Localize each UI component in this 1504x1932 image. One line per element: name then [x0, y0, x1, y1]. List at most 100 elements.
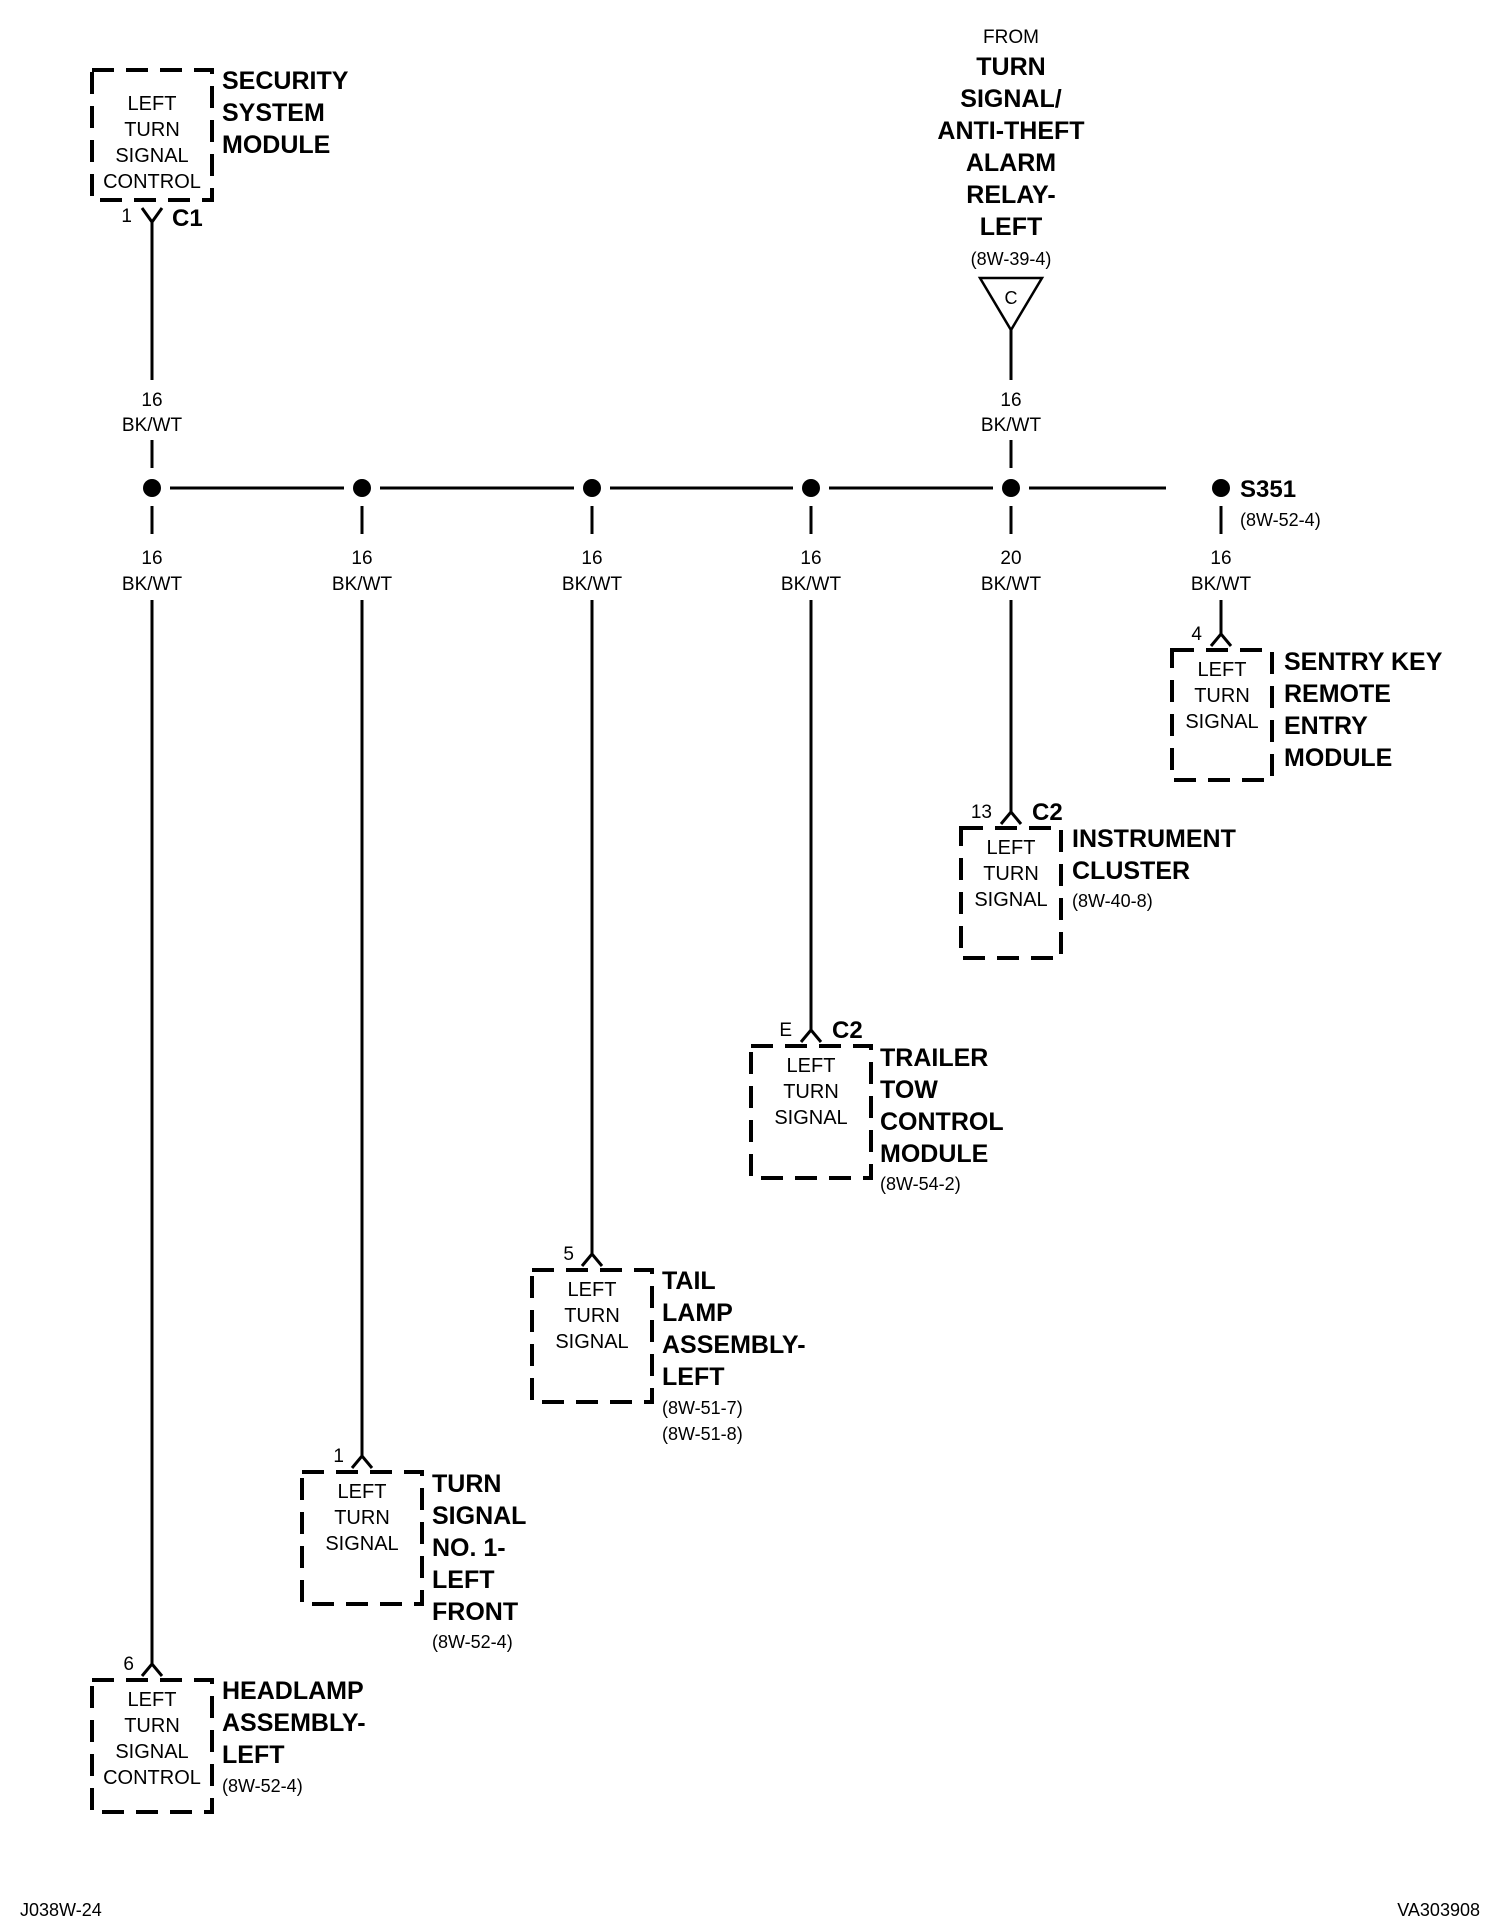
tail-name-line-1: TAIL: [662, 1267, 716, 1295]
branch-gauge: 20: [1000, 548, 1021, 569]
headlamp-name-line-3: LEFT: [222, 1741, 285, 1769]
security-system-module: LEFT TURN SIGNAL CONTROL SECURITY SYSTEM…: [90, 67, 349, 468]
security-box-line-3: SIGNAL: [115, 145, 188, 167]
tail-ref-2: (8W-51-8): [662, 1424, 743, 1444]
source-from-label: FROM: [983, 27, 1039, 48]
security-box-line-2: TURN: [124, 119, 180, 141]
cluster-box-line-3: SIGNAL: [974, 889, 1047, 911]
trailer-box-line-2: TURN: [783, 1081, 839, 1103]
trailer-name-line-2: TOW: [880, 1076, 938, 1104]
source-relay: FROM TURN SIGNAL/ ANTI-THEFT ALARM RELAY…: [937, 27, 1085, 468]
source-name-line-6: LEFT: [980, 213, 1043, 241]
trailer-name-line-1: TRAILER: [880, 1044, 988, 1072]
tail-pin: 5: [563, 1244, 574, 1265]
junction-dot: [802, 479, 820, 497]
source-name-line-1: TURN: [976, 53, 1045, 81]
front-signal-connector-symbol: [350, 1453, 374, 1469]
tail-lamp-assembly: 5 LEFT TURN SIGNAL TAIL LAMP ASSEMBLY- L…: [530, 600, 806, 1444]
security-name-line-3: MODULE: [222, 131, 330, 159]
tail-ref-1: (8W-51-7): [662, 1398, 743, 1418]
branch-labels: 16 BK/WT 16 BK/WT 16 BK/WT 16 BK/WT 20 B…: [122, 506, 1251, 595]
headlamp-name-line-1: HEADLAMP: [222, 1677, 364, 1705]
source-name-line-5: RELAY-: [966, 181, 1055, 209]
security-module-box: [90, 68, 214, 202]
front-signal-box-line-2: TURN: [334, 1507, 390, 1529]
junction-dot: [583, 479, 601, 497]
headlamp-name-line-2: ASSEMBLY-: [222, 1709, 366, 1737]
security-box-line-1: LEFT: [128, 93, 177, 115]
branch-color: BK/WT: [122, 574, 183, 595]
cluster-connector: C2: [1032, 799, 1063, 826]
source-name-line-2: SIGNAL/: [960, 85, 1061, 113]
headlamp-box-line-2: TURN: [124, 1715, 180, 1737]
front-signal-name-line-5: FRONT: [432, 1598, 518, 1626]
branch-gauge: 16: [581, 548, 602, 569]
cluster-name-line-2: CLUSTER: [1072, 857, 1190, 885]
tail-name-line-4: LEFT: [662, 1363, 725, 1391]
tail-box: [530, 1268, 654, 1404]
cluster-box-line-2: TURN: [983, 863, 1039, 885]
main-bus: S351 (8W-52-4): [143, 476, 1321, 530]
front-signal-pin: 1: [333, 1446, 344, 1467]
sentry-name-line-3: ENTRY: [1284, 712, 1368, 740]
front-signal-name-line-3: NO. 1-: [432, 1534, 506, 1562]
connector-symbol-c1: [140, 207, 164, 225]
cluster-pin: 13: [971, 802, 992, 823]
turn-signal-left-front: 1 LEFT TURN SIGNAL TURN SIGNAL NO. 1- LE…: [300, 600, 526, 1652]
cluster-ref: (8W-40-8): [1072, 891, 1153, 911]
source-name-line-4: ALARM: [966, 149, 1056, 177]
sentry-box-line-1: LEFT: [1198, 659, 1247, 681]
branch-gauge: 16: [141, 548, 162, 569]
trailer-box-line-1: LEFT: [787, 1055, 836, 1077]
footer-left-code: J038W-24: [20, 1900, 102, 1920]
tail-box-line-1: LEFT: [568, 1279, 617, 1301]
trailer-name-line-3: CONTROL: [880, 1108, 1004, 1136]
front-signal-box-line-1: LEFT: [338, 1481, 387, 1503]
security-name-line-2: SYSTEM: [222, 99, 325, 127]
trailer-ref: (8W-54-2): [880, 1174, 961, 1194]
tail-box-line-2: TURN: [564, 1305, 620, 1327]
security-connector-label: C1: [172, 205, 203, 232]
cluster-box-line-1: LEFT: [987, 837, 1036, 859]
headlamp-pin: 6: [123, 1654, 134, 1675]
source-connector-label: C: [1005, 288, 1018, 308]
front-signal-name-line-1: TURN: [432, 1470, 501, 1498]
tail-name-line-3: ASSEMBLY-: [662, 1331, 806, 1359]
connector-triangle-c: [977, 276, 1045, 333]
security-box-line-4: CONTROL: [103, 171, 201, 193]
trailer-connector-symbol: [799, 1027, 823, 1043]
tail-name-line-2: LAMP: [662, 1299, 733, 1327]
front-signal-box-line-3: SIGNAL: [325, 1533, 398, 1555]
cluster-box: [959, 826, 1063, 960]
branch-gauge: 16: [800, 548, 821, 569]
trailer-tow-module: E C2 LEFT TURN SIGNAL TRAILER TOW CONTRO…: [749, 600, 1004, 1194]
front-signal-ref: (8W-52-4): [432, 1632, 513, 1652]
branch-color: BK/WT: [781, 574, 842, 595]
branch-color: BK/WT: [332, 574, 393, 595]
splice-id: S351: [1240, 476, 1296, 503]
source-ref: (8W-39-4): [971, 249, 1052, 269]
footer-right-code: VA303908: [1397, 1900, 1480, 1920]
junction-dot: [143, 479, 161, 497]
splice-ref: (8W-52-4): [1240, 510, 1321, 530]
headlamp-ref: (8W-52-4): [222, 1776, 303, 1796]
security-wire-color: BK/WT: [122, 415, 183, 436]
trailer-box: [749, 1044, 873, 1180]
front-signal-box: [300, 1470, 424, 1606]
security-pin-label: 1: [121, 206, 132, 227]
front-signal-name-line-4: LEFT: [432, 1566, 495, 1594]
branch-color: BK/WT: [562, 574, 623, 595]
sentry-box: [1170, 648, 1274, 782]
source-wire-gauge: 16: [1000, 390, 1021, 411]
sentry-pin: 4: [1191, 624, 1202, 645]
sentry-box-line-2: TURN: [1194, 685, 1250, 707]
sentry-name-line-2: REMOTE: [1284, 680, 1391, 708]
junction-dot: [1002, 479, 1020, 497]
junction-dot: [353, 479, 371, 497]
sentry-connector-symbol: [1209, 631, 1233, 647]
tail-connector-symbol: [580, 1251, 604, 1267]
tail-box-line-3: SIGNAL: [555, 1331, 628, 1353]
headlamp-box: [90, 1678, 214, 1814]
trailer-connector: C2: [832, 1017, 863, 1044]
